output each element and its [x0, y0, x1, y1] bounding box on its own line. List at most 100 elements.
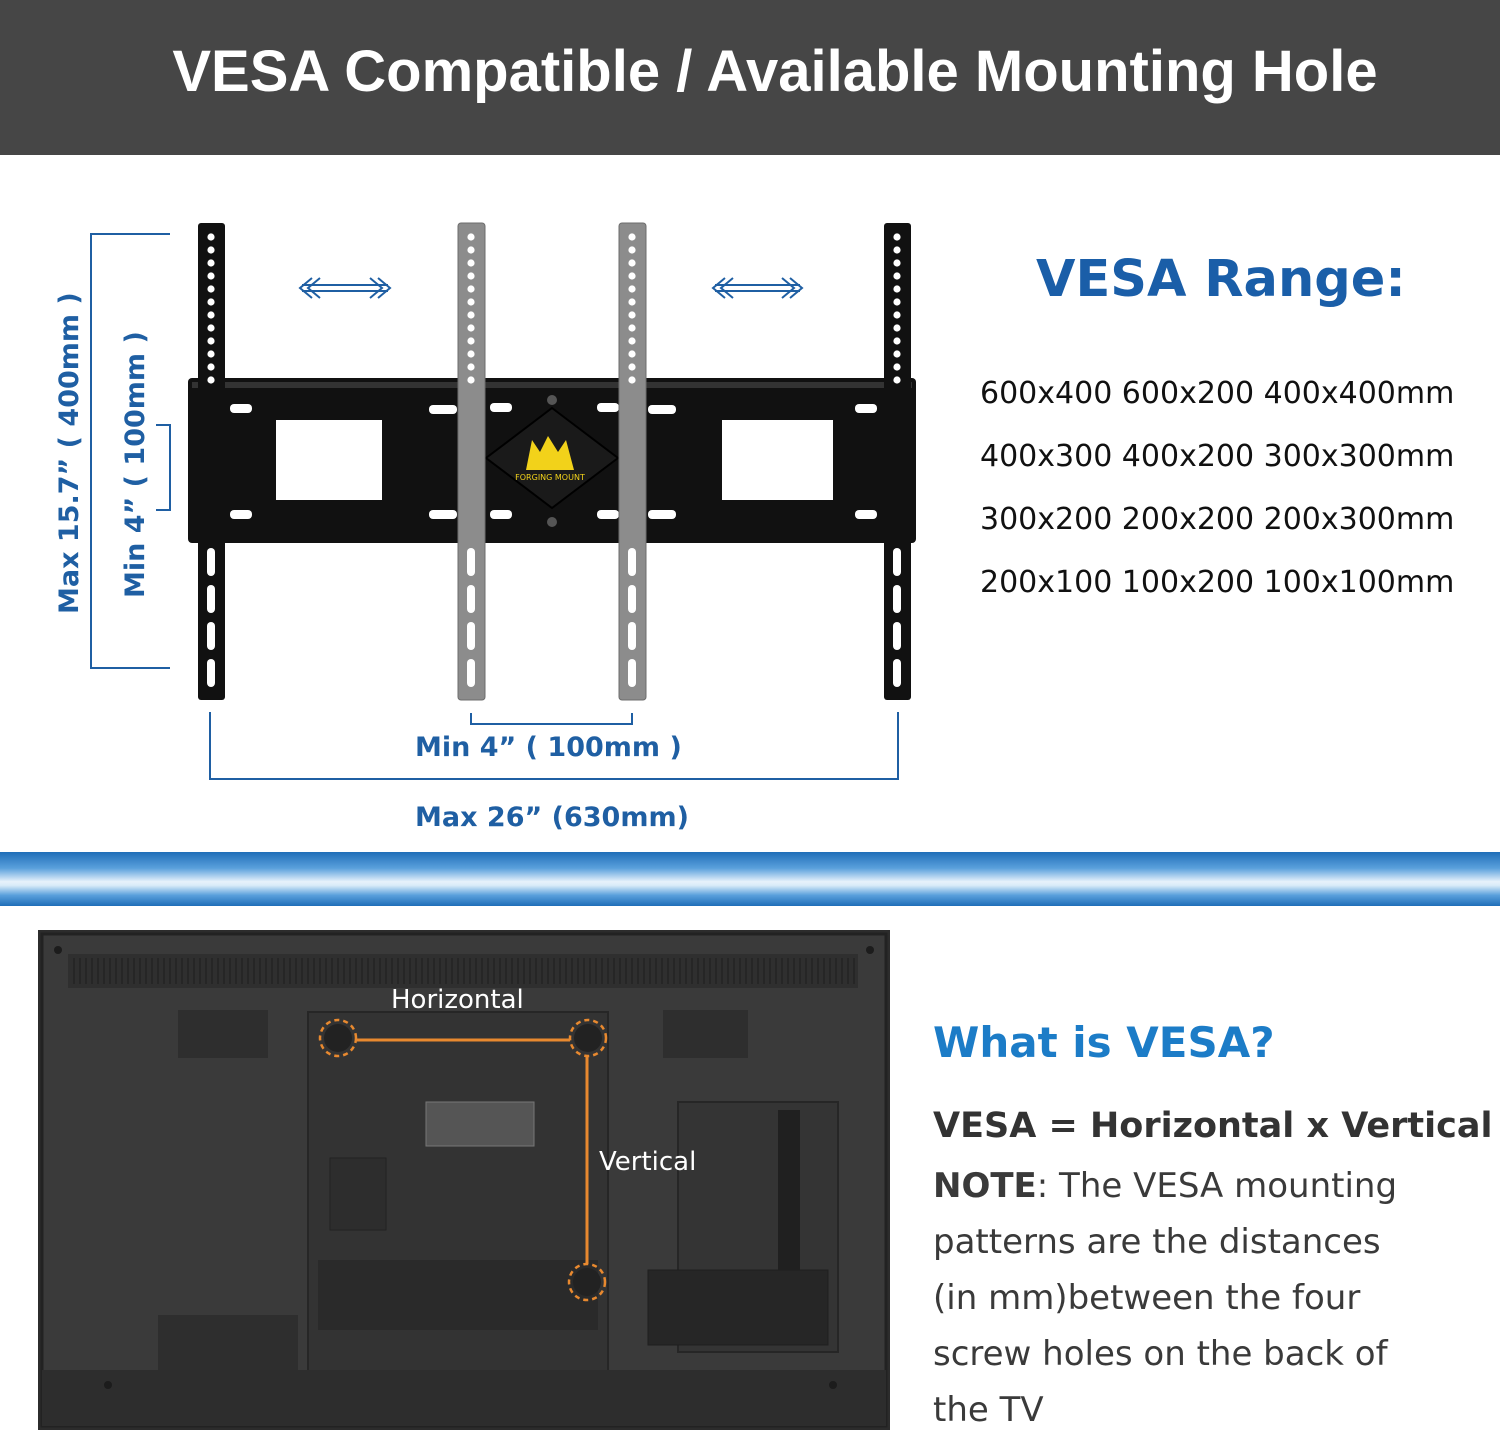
arm-hole [893, 337, 901, 345]
arm-hole [893, 350, 901, 358]
vesa-formula: VESA = Horizontal x Vertical [933, 1106, 1493, 1146]
what-is-vesa-title: What is VESA? [933, 1018, 1275, 1067]
arm-hole [207, 363, 215, 371]
arm-hole [467, 324, 475, 332]
arm-hole [628, 311, 636, 319]
arm-hole [207, 350, 215, 358]
vesa-range-row: 300x200 200x200 200x300mm [980, 502, 1455, 537]
arm-hole [893, 311, 901, 319]
arm-right-outer [884, 223, 911, 700]
arm-hole [207, 311, 215, 319]
arm-hole [467, 259, 475, 267]
arm-hole [207, 259, 215, 267]
arm-slot [893, 548, 901, 576]
adjust-arrow-right [711, 277, 804, 299]
plate-opening-left [276, 420, 382, 500]
arm-slot [207, 659, 215, 687]
arm-hole [893, 246, 901, 254]
header-banner: VESA Compatible / Available Mounting Hol… [0, 0, 1500, 155]
vesa-range-title: VESA Range: [1036, 250, 1406, 309]
section-divider [0, 852, 1500, 906]
arm-hole [893, 233, 901, 241]
arm-slot [207, 585, 215, 613]
arm-hole [628, 363, 636, 371]
arm-hole [893, 363, 901, 371]
note-line: : The VESA mounting [1036, 1166, 1398, 1206]
page-title: VESA Compatible / Available Mounting Hol… [172, 39, 1378, 104]
arm-hole [467, 298, 475, 306]
max-height-bracket [90, 233, 170, 669]
arm-hole [893, 259, 901, 267]
arm-slot [467, 585, 475, 613]
adjust-arrow-left [298, 277, 392, 299]
note-line: the TV [933, 1390, 1044, 1430]
brand-logo-text: FORGING MOUNT [515, 473, 585, 482]
arm-hole [467, 233, 475, 241]
plate-opening-right [722, 420, 833, 500]
arm-slot [628, 659, 636, 687]
arm-slot [467, 622, 475, 650]
arm-hole [628, 350, 636, 358]
arm-slot [207, 622, 215, 650]
arm-slot [893, 659, 901, 687]
arm-hole [628, 337, 636, 345]
arm-hole [628, 272, 636, 280]
arm-slot [628, 585, 636, 613]
arm-hole [628, 246, 636, 254]
vesa-range-row: 400x300 400x200 300x300mm [980, 439, 1455, 474]
arm-hole [467, 246, 475, 254]
vesa-hole-top-left [318, 1018, 358, 1058]
arm-hole [207, 285, 215, 293]
arm-hole [467, 363, 475, 371]
arm-hole [467, 272, 475, 280]
max-height-label: Max 15.7” ( 400mm ) [54, 292, 85, 614]
arm-slot [893, 585, 901, 613]
arm-hole [207, 337, 215, 345]
arm-slot [893, 622, 901, 650]
note-line: screw holes on the back of [933, 1334, 1388, 1374]
arm-hole [628, 259, 636, 267]
arm-right-inner [618, 222, 647, 701]
arm-hole [207, 324, 215, 332]
note-line: (in mm)between the four [933, 1278, 1361, 1318]
note-lead: NOTE [933, 1166, 1037, 1206]
tv-sticker [425, 1101, 535, 1147]
arm-hole [467, 350, 475, 358]
arm-hole [207, 376, 215, 384]
arm-hole [893, 298, 901, 306]
arm-hole [893, 324, 901, 332]
arm-slot [467, 548, 475, 576]
arm-hole [207, 233, 215, 241]
arm-left-outer [198, 223, 225, 700]
arm-slot [628, 622, 636, 650]
max-width-bracket [209, 712, 899, 780]
arm-hole [628, 285, 636, 293]
arm-slot [467, 659, 475, 687]
max-width-label: Max 26” (630mm) [415, 802, 689, 833]
arm-hole [893, 285, 901, 293]
min-width-label: Min 4” ( 100mm ) [415, 732, 682, 763]
vesa-note: NOTE: The VESA mounting patterns are the… [933, 1158, 1493, 1438]
arm-hole [628, 376, 636, 384]
arm-hole [893, 272, 901, 280]
arm-hole [628, 298, 636, 306]
arm-slot [207, 548, 215, 576]
arm-left-inner [457, 222, 486, 701]
arm-hole [207, 272, 215, 280]
arm-hole [893, 376, 901, 384]
arm-slot [628, 548, 636, 576]
arm-hole [207, 298, 215, 306]
vesa-range-row: 600x400 600x200 400x400mm [980, 376, 1455, 411]
arm-hole [628, 233, 636, 241]
tv-back-image [38, 930, 890, 1430]
vertical-label: Vertical [599, 1147, 697, 1177]
arm-hole [467, 337, 475, 345]
arm-hole [467, 311, 475, 319]
arm-hole [467, 285, 475, 293]
min-height-label: Min 4” ( 100mm ) [120, 331, 151, 598]
horizontal-label: Horizontal [391, 985, 524, 1015]
arm-hole [207, 246, 215, 254]
arm-hole [628, 324, 636, 332]
mount-diagram: FORGING MOUNT [90, 222, 916, 780]
vesa-range-row: 200x100 100x200 100x100mm [980, 565, 1455, 600]
